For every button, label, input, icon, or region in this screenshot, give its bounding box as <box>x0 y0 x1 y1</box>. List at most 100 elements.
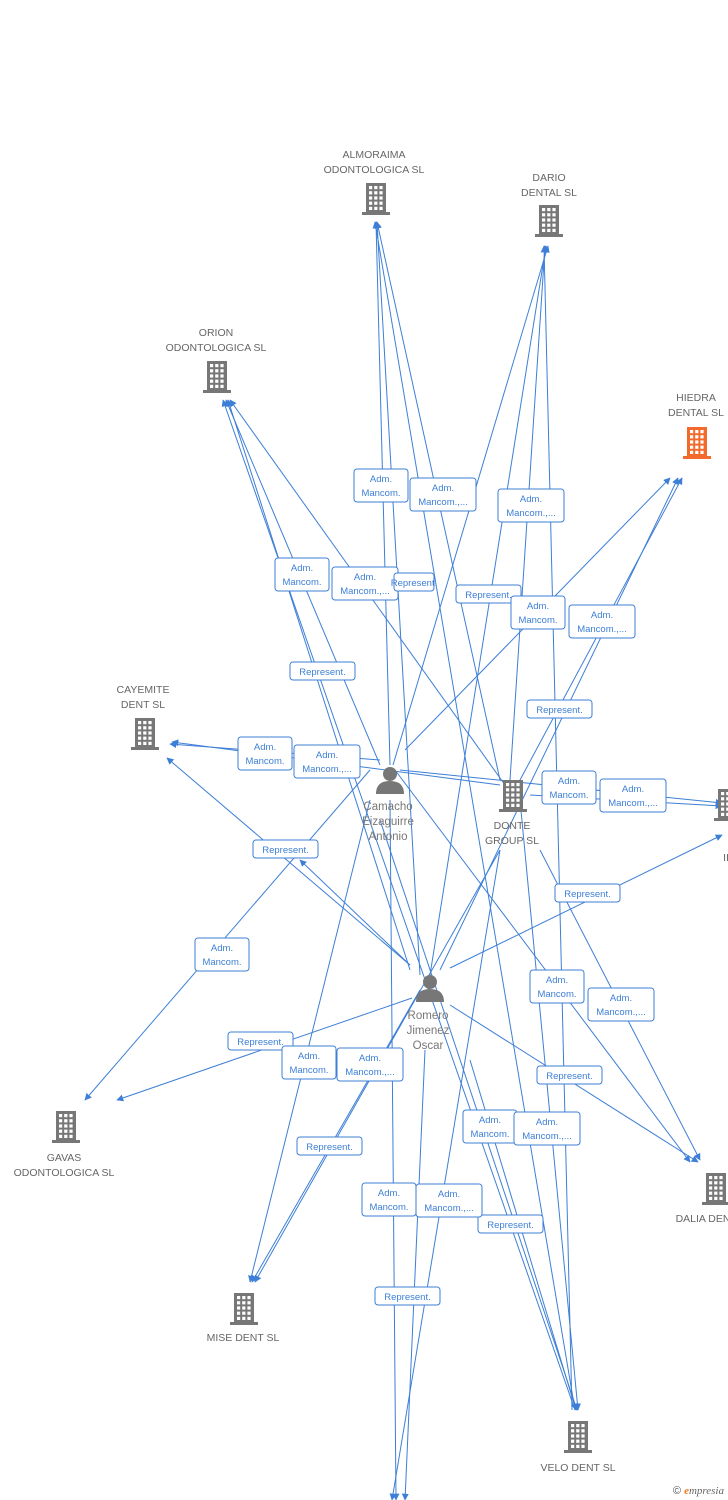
edge-label-text: Adm. <box>527 601 549 612</box>
node-dalia[interactable]: DALIA DEN <box>676 1173 728 1225</box>
edge-label[interactable]: Represent. <box>526 699 593 719</box>
edge-label-box <box>296 1136 363 1156</box>
node-dario[interactable]: DARIO DENTAL SL <box>521 172 577 237</box>
node-label: Eizaguirre <box>362 816 414 828</box>
relation-edge <box>394 769 691 1163</box>
edge-label[interactable]: Represent. <box>374 1286 441 1306</box>
edge-label-box <box>554 883 621 903</box>
edge-label-text: Mancom.,... <box>596 1007 646 1018</box>
edge-label[interactable]: Represent. <box>477 1214 544 1234</box>
node-label: ALMORAIMA <box>342 149 405 161</box>
node-label: VELO DENT SL <box>540 1462 615 1474</box>
edge-label[interactable]: Represent. <box>554 883 621 903</box>
edge-label[interactable]: Adm.Mancom. <box>529 969 585 1004</box>
node-label: II <box>723 852 728 864</box>
node-label: MISE DENT SL <box>207 1332 280 1344</box>
edge-label-box <box>293 744 361 779</box>
edge-label-text: Mancom.,... <box>608 798 658 809</box>
edge-label[interactable]: Represent. <box>296 1136 363 1156</box>
edge-label[interactable]: Adm.Mancom.,... <box>587 987 655 1022</box>
relation-edge <box>373 221 421 976</box>
relation-edge <box>519 799 581 1411</box>
edge-label[interactable]: Represent. <box>252 839 319 859</box>
edge-label[interactable]: Adm.Mancom.,... <box>415 1183 483 1218</box>
node-label: ORION <box>199 327 233 339</box>
edge-label[interactable]: Represent. <box>536 1065 603 1085</box>
node-label: DARIO <box>532 172 565 184</box>
edge-label[interactable]: Adm.Mancom. <box>541 770 597 805</box>
edge-label-text: Represent. <box>465 590 511 601</box>
edge-label[interactable]: Adm. Mancom. <box>510 595 566 630</box>
building-icon <box>499 780 527 812</box>
edge-label[interactable]: Adm.Mancom.,... <box>497 488 565 523</box>
edge-label-box <box>477 1214 544 1234</box>
edge-label-box <box>536 1065 603 1085</box>
edge-label-text: Adm. <box>378 1188 400 1199</box>
node-mise[interactable]: MISE DENT SL <box>207 1293 280 1344</box>
edge-label[interactable]: Adm.Mancom.,... <box>336 1047 404 1082</box>
edge-label-text: Adm. <box>591 610 613 621</box>
edge-label-text: Adm. <box>211 943 233 954</box>
edge-label[interactable]: Adm. Mancom.,... <box>599 778 667 813</box>
edge-label-text: Mancom. <box>289 1065 328 1076</box>
edge-label-text: Adm. <box>622 784 644 795</box>
node-hiedra[interactable]: HIEDRA DENTAL SL <box>668 392 724 459</box>
node-label: HIEDRA <box>676 392 716 404</box>
relation-edge <box>221 399 576 1411</box>
relation-edge <box>166 757 411 966</box>
edge-label[interactable]: Adm.Mancom. <box>353 468 409 503</box>
edge-label-text: Represent. <box>546 1071 592 1082</box>
relation-edge <box>540 245 573 1411</box>
edge-label[interactable]: Represent. <box>391 572 437 592</box>
edge-label[interactable]: Adm.Mancom. <box>361 1182 417 1217</box>
edges-layer <box>84 221 723 1500</box>
relation-edge <box>248 799 371 1283</box>
edge-label[interactable]: Adm.Mancom.,... <box>513 1111 581 1146</box>
edge-label-box <box>568 604 636 639</box>
node-label: DENTAL SL <box>668 407 724 419</box>
edge-label[interactable]: Represent. <box>227 1031 294 1051</box>
edge-label[interactable]: Represent. <box>289 661 356 681</box>
edge-label-text: Represent. <box>536 705 582 716</box>
building-icon <box>714 789 728 821</box>
edge-label-box <box>227 1031 294 1051</box>
relation-edge <box>401 1049 426 1500</box>
node-label: DALIA DEN <box>676 1213 728 1225</box>
building-icon <box>203 361 231 393</box>
edge-label[interactable]: Adm.Mancom. <box>281 1045 337 1080</box>
edge-label[interactable]: Adm.Mancom.,... <box>409 477 477 512</box>
edge-label-text: Mancom. <box>518 615 557 626</box>
edge-label[interactable]: Adm. Mancom. <box>194 937 250 972</box>
edge-label[interactable]: Adm.Mancom. <box>237 736 293 771</box>
edge-label[interactable]: Adm.Mancom.,... <box>331 566 399 601</box>
node-ii[interactable]: II <box>714 789 728 864</box>
edge-label-box <box>252 839 319 859</box>
node-label: DONTE <box>494 820 531 832</box>
relation-edge <box>389 849 501 1500</box>
edge-label[interactable]: Adm.Mancom.,... <box>293 744 361 779</box>
edge-label-text: Adm. <box>254 742 276 753</box>
brand-footer[interactable]: © empresia <box>673 1485 724 1497</box>
edge-label-text: Mancom. <box>202 957 241 968</box>
edge-label-text: Adm. <box>546 975 568 986</box>
node-label: ODONTOLOGICA SL <box>324 164 425 176</box>
node-label: CAYEMITE <box>117 684 170 696</box>
edge-label[interactable]: Adm.Mancom.,... <box>568 604 636 639</box>
edge-label-box <box>455 584 522 604</box>
edge-label-box <box>415 1183 483 1218</box>
edge-label[interactable]: Adm.Mancom. <box>274 557 330 592</box>
edge-labels-layer: Adm. Mancom. Adm. Mancom.,... Adm. Mancom.,..… <box>194 468 667 1306</box>
edge-label[interactable]: Represent. <box>455 584 522 604</box>
relation-edge <box>372 221 576 1411</box>
node-label: DENTAL SL <box>521 187 577 199</box>
edge-label[interactable]: Adm.Mancom. <box>462 1109 518 1144</box>
building-icon <box>362 183 390 215</box>
node-velo[interactable]: VELO DENT SL <box>540 1421 616 1474</box>
node-almoraima[interactable]: ALMORAIMA ODONTOLOGICA SL <box>324 149 425 215</box>
